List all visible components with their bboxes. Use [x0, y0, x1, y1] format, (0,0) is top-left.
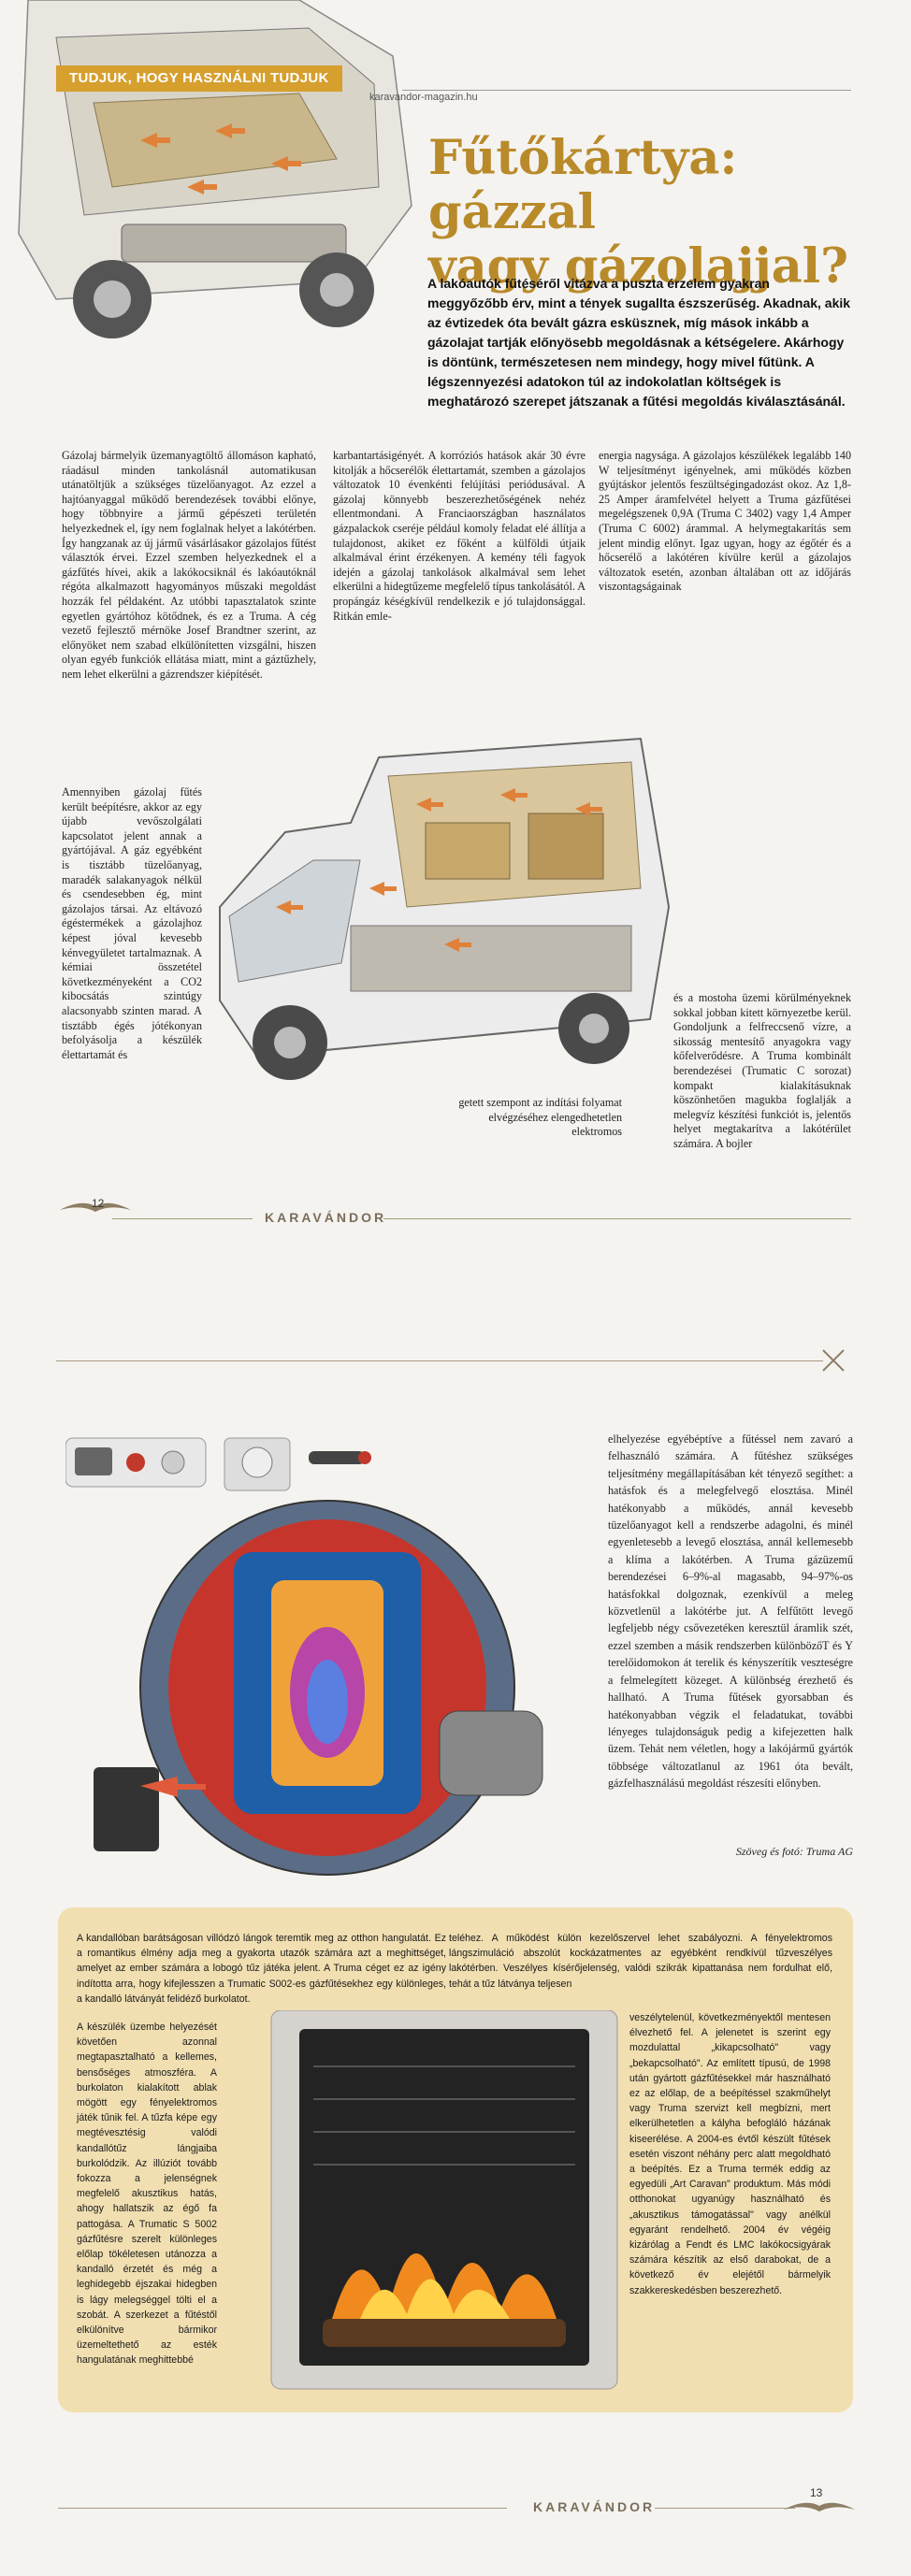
body-column-4: elhelyezése egyébéptíve a fűtéssel nem z…: [608, 1432, 853, 1791]
sidebar-text-1: A kandallóban barátságosan villódzó láng…: [77, 1933, 446, 2005]
motorhome-cutaway-illustration: [219, 737, 671, 1080]
swallow-logo-icon-right: [784, 2502, 855, 2511]
brand-logo-left: KARAVÁNDOR: [265, 1210, 387, 1225]
body-column-3: energia nagysága. A gázolajos készülékek…: [599, 449, 851, 594]
header-rule: [402, 90, 851, 91]
article-lead: A lakóautók fűtéséről vitázva a puszta é…: [427, 276, 851, 409]
page-number-right: 13: [810, 2486, 823, 2499]
footer-rule-right: [383, 1218, 851, 1219]
truma-heater-cutaway-illustration: [94, 1500, 543, 1876]
sidebar-text-1-cont: A készülék üzembe helyezését követően az…: [77, 2022, 217, 2367]
title-line-1: Fűtőkártya: gázzal: [428, 130, 738, 240]
body-column-3-cont: és a mostoha üzemi körülményeknek sokkal…: [673, 991, 851, 1150]
body-column-1: Gázolaj bármelyik üzemanyagtöltő állomás…: [62, 449, 316, 681]
body-column-2-cont: getett szempont az indítási folyamat elv…: [458, 1096, 622, 1139]
sidebar-text-2: teléhez. A működést külön kezelőszervel …: [449, 1933, 832, 1990]
section-tag: TUDJUK, HOGY HASZNÁLNI TUDJUK: [56, 65, 342, 92]
motorhome-front-illustration: [0, 0, 440, 374]
cross-ornament-icon: [822, 1349, 845, 1372]
fireplace-heater-photo: [229, 2010, 622, 2394]
body-column-1-cont: Amennyiben gázolaj fűtés került beépítés…: [62, 785, 202, 1061]
sidebar-text-2-cont: veszélytelenül, következményektől mentes…: [629, 2012, 831, 2296]
control-panels-illustration: [65, 1437, 371, 1491]
photo-credit: Szöveg és fotó: Truma AG: [735, 1845, 853, 1858]
footer-rule-right-13: [655, 2508, 795, 2509]
site-url: karavandor-magazin.hu: [369, 92, 478, 103]
footer-rule-left: [112, 1218, 253, 1219]
brand-logo-right: KARAVÁNDOR: [533, 2499, 656, 2514]
title-line-2: vagy gázolajjal?: [428, 238, 849, 295]
swallow-logo-icon: [60, 1202, 131, 1212]
footer-rule-left-13: [58, 2508, 507, 2509]
page-number-left: 12: [92, 1197, 105, 1210]
article-title: Fűtőkártya: gázzal vagy gázolajjal?: [428, 131, 877, 294]
header-rule-page13: [56, 1360, 823, 1361]
body-column-2: karbantartásigényét. A korróziós hatások…: [333, 449, 586, 623]
